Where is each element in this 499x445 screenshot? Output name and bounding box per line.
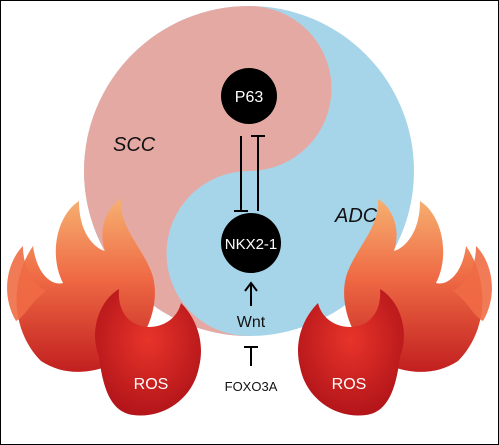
p63-label: P63 xyxy=(235,89,264,106)
foxo3a-label: FOXO3A xyxy=(225,379,278,394)
adc-label: ADC xyxy=(334,205,378,227)
p63-node: P63 xyxy=(221,68,277,124)
ros-left-flame xyxy=(95,289,201,416)
wnt-label: Wnt xyxy=(237,314,266,331)
nkx2-1-label: NKX2-1 xyxy=(225,236,278,253)
mutual-inhibition xyxy=(234,135,265,212)
scc-label: SCC xyxy=(113,134,156,156)
nkx2-1-node: NKX2-1 xyxy=(221,213,281,273)
activation-arrow xyxy=(244,281,258,306)
ros-right-label: ROS xyxy=(332,376,367,393)
ros-right-flame xyxy=(298,289,404,416)
ros-left-label: ROS xyxy=(134,376,169,393)
foxo3a-inhibit-bar xyxy=(244,346,258,366)
